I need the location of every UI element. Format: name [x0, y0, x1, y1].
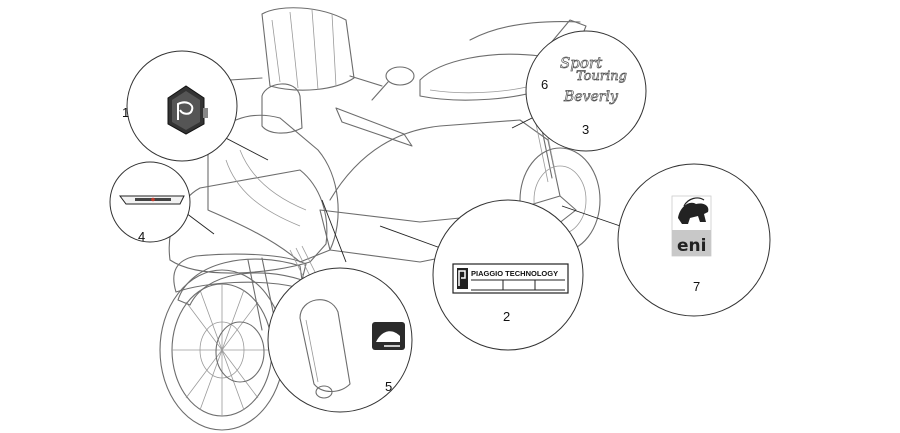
piaggio-shield-badge — [167, 85, 208, 135]
callout-4: 4 — [138, 229, 145, 244]
callout-6: 6 — [541, 77, 548, 92]
technology-plate-text: PIAGGIO TECHNOLOGY — [471, 269, 558, 278]
callout-7: 7 — [693, 279, 700, 294]
eni-logo: eni — [671, 195, 712, 257]
callout-3: 3 — [582, 122, 589, 137]
beverly-script: Beverly — [563, 89, 619, 105]
side-strip-emblem — [119, 195, 185, 205]
callout-numbers: 1 4 2 5 6 3 7 — [122, 77, 700, 394]
eni-text: eni — [677, 236, 706, 256]
piaggio-technology-plate: PIAGGIO TECHNOLOGY — [452, 263, 569, 294]
rear-cover-decal — [299, 299, 405, 399]
callout-2: 2 — [503, 309, 510, 324]
callout-1: 1 — [122, 105, 129, 120]
callout-5: 5 — [385, 379, 392, 394]
sport-script-line2: Touring — [576, 69, 627, 84]
sport-script-line1: Sport — [560, 54, 603, 72]
sport-touring-beverly-decals: Sport Touring Beverly — [560, 54, 628, 106]
callout-circles — [109, 30, 771, 413]
scooter-illustration — [159, 7, 601, 431]
